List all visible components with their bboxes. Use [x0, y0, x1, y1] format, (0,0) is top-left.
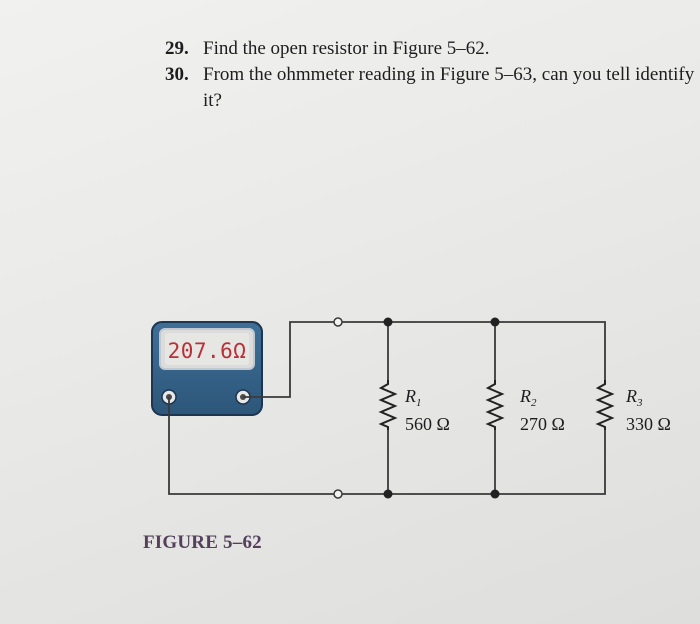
figure-caption: FIGURE 5–62: [143, 532, 262, 553]
question-30: 30. From the ohmmeter reading in Figure …: [165, 62, 700, 114]
resistor-symbol: [595, 380, 615, 430]
open-terminals: [333, 317, 343, 499]
resistor-r2: R2 270 Ω: [485, 380, 565, 434]
resistor-symbol: [485, 380, 505, 430]
resistor-value: 330 Ω: [626, 414, 671, 434]
junction-dots: [383, 317, 500, 499]
resistor-r3: R3 330 Ω: [595, 380, 671, 434]
question-number: 30.: [165, 64, 189, 85]
question-list: 29. Find the open resistor in Figure 5–6…: [165, 36, 700, 114]
resistor-label: R1: [404, 386, 422, 409]
question-number: 29.: [165, 38, 189, 59]
resistor-label: R3: [625, 386, 643, 409]
resistor-value: 270 Ω: [520, 414, 565, 434]
question-text: From the ohmmeter reading in Figure 5–63…: [203, 64, 695, 111]
ohmmeter: 207.6Ω: [151, 321, 263, 416]
question-29: 29. Find the open resistor in Figure 5–6…: [165, 36, 700, 62]
question-text: Find the open resistor in Figure 5–62.: [203, 38, 490, 59]
resistor-label: R2: [519, 386, 537, 409]
resistor-value: 560 Ω: [405, 414, 450, 434]
resistor-r1: R1 560 Ω: [378, 380, 450, 434]
meter-display: 207.6Ω: [168, 339, 247, 363]
resistor-symbol: [378, 380, 398, 430]
